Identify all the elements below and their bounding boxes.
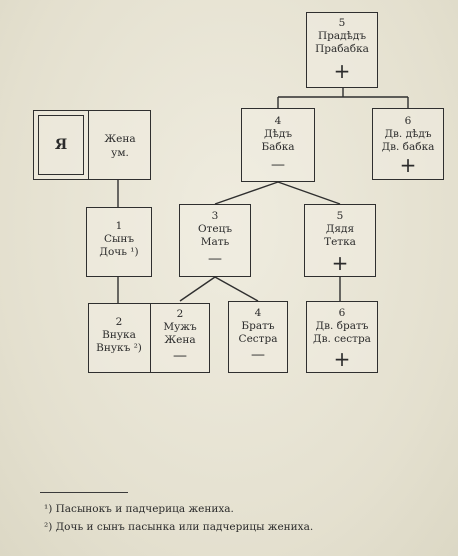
- node-self: Я Жена ум.: [33, 110, 151, 180]
- self-divider: [88, 111, 90, 179]
- grandchildren-label-female: Внука: [102, 329, 136, 341]
- node-uncle-aunt: 5 Дядя Тетка +: [304, 204, 376, 277]
- footnote-2: ²) Дочь и сынъ пасынка или падчерицы жен…: [44, 521, 314, 533]
- spouse-label-male: Мужъ: [163, 321, 197, 333]
- node-label-male: Братъ: [241, 320, 275, 332]
- node-label-female: Дв. сестра: [313, 333, 371, 345]
- node-great-uncle-aunt: 6 Дв. дѣдъ Дв. бабка +: [372, 108, 444, 180]
- wife-label: Жена: [104, 133, 136, 145]
- node-label-male: Отецъ: [197, 223, 233, 235]
- node-label-male: Дѣдъ: [263, 128, 292, 140]
- line-4-to-5: [277, 181, 341, 205]
- minus-sign: —: [173, 348, 187, 364]
- node-siblings: 4 Братъ Сестра —: [228, 301, 288, 373]
- node-label-female: Мать: [200, 236, 230, 248]
- minus-sign: —: [271, 157, 285, 173]
- node-children: 1 Сынъ Дочь ¹): [86, 207, 152, 277]
- spouse-label-female: Жена: [164, 334, 196, 346]
- node-number: 6: [404, 115, 412, 127]
- node-label-female: Дв. бабка: [381, 141, 435, 153]
- minus-sign: —: [251, 347, 265, 363]
- self-inner-box: Я: [38, 115, 84, 175]
- plus-sign: +: [399, 153, 417, 177]
- node-label-female: Сестра: [238, 333, 278, 345]
- minus-sign: —: [208, 251, 222, 267]
- plus-sign: +: [331, 251, 349, 275]
- grandchildren-divider: [150, 304, 152, 372]
- node-number: 5: [336, 210, 344, 222]
- node-great-grandparents: 5 Прадѣдъ Прабабка +: [306, 12, 378, 88]
- line-4-to-3: [214, 181, 279, 205]
- node-cousins: 6 Дв. братъ Дв. сестра +: [306, 301, 378, 373]
- node-label-female: Дочь ¹): [99, 246, 139, 258]
- node-label-male: Дв. братъ: [315, 320, 369, 332]
- node-label-female: Прабабка: [315, 43, 369, 55]
- node-label-female: Тетка: [324, 236, 356, 248]
- footnote-rule: [40, 492, 128, 493]
- node-number: 3: [211, 210, 219, 222]
- plus-sign: +: [333, 59, 351, 83]
- line-3-to-2: [179, 276, 216, 302]
- node-label-male: Дядя: [325, 223, 355, 235]
- node-grandchildren-spouse: 2 Внука Внукъ ²) 2 Мужъ Жена —: [88, 303, 210, 373]
- node-label-male: Дв. дѣдъ: [384, 128, 432, 140]
- node-number: 6: [338, 307, 346, 319]
- node-number: 4: [254, 307, 262, 319]
- wife-status: ум.: [111, 147, 129, 159]
- node-parents: 3 Отецъ Мать —: [179, 204, 251, 277]
- footnote-1: ¹) Пасынокъ и падчерица жениха.: [44, 503, 234, 515]
- spouse-number: 2: [176, 308, 184, 320]
- node-grandparents: 4 Дѣдъ Бабка —: [241, 108, 315, 182]
- node-label-female: Бабка: [261, 141, 295, 153]
- node-number: 5: [338, 17, 346, 29]
- plus-sign: +: [333, 347, 351, 371]
- line-3-to-4: [214, 276, 259, 302]
- node-number: 4: [274, 115, 282, 127]
- node-number: 1: [115, 220, 123, 232]
- node-label-male: Сынъ: [103, 233, 135, 245]
- self-label: Я: [54, 137, 68, 153]
- node-label-male: Прадѣдъ: [317, 30, 367, 42]
- grandchildren-label-male: Внукъ ²): [96, 342, 142, 354]
- grandchildren-number: 2: [115, 316, 123, 328]
